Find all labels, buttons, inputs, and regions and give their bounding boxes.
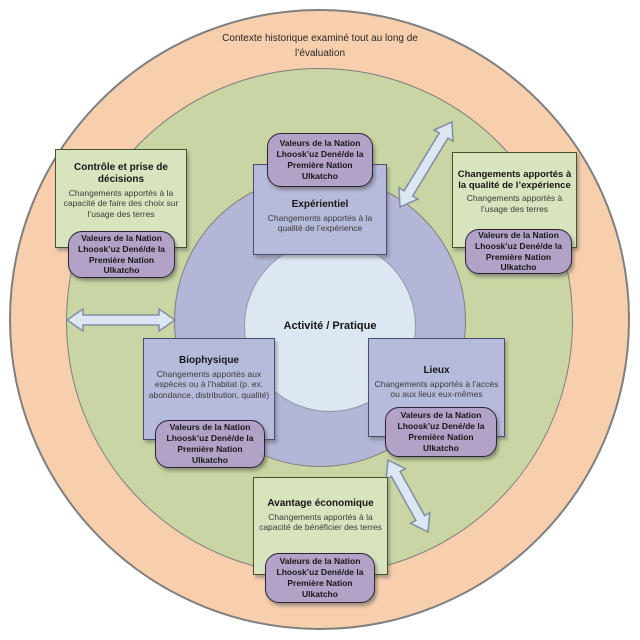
- qualite-experience-title: Changements apportés à la qualité de l’e…: [457, 169, 572, 192]
- avantage-economique-body: Changements apportés à la capacité de bé…: [259, 511, 382, 533]
- values-box-controle: Valeurs de la Nation Lhoosk’uz Dené/de l…: [68, 231, 175, 278]
- avantage-economique-title: Avantage économique: [267, 498, 374, 509]
- historic-context-label: Contexte historique examiné tout au long…: [222, 33, 418, 59]
- values-box-lieux: Valeurs de la Nation Lhoosk’uz Dené/de l…: [385, 407, 497, 457]
- biophysique-body: Changements apportés aux espèces ou à l’…: [148, 368, 270, 401]
- values-box-experientiel: Valeurs de la Nation Lhoosk’uz Dené/de l…: [267, 133, 373, 187]
- controle-body: Changements apportés à la capacité de fa…: [63, 187, 179, 219]
- qualite-experience-body: Changements apportés à l’usage des terre…: [466, 193, 563, 215]
- values-box-qualite-experience: Valeurs de la Nation Lhoosk’uz Dené/de l…: [465, 229, 572, 274]
- lieux-title: Lieux: [423, 365, 450, 376]
- experientiel-body: Changements apportés à la qualité de l’e…: [267, 212, 373, 234]
- controle-title: Contrôle et prise de décisions: [74, 162, 168, 185]
- values-box-biophysique: Valeurs de la Nation Lhoosk’uz Dené/de l…: [155, 420, 265, 468]
- experientiel-title: Expérientiel: [291, 199, 349, 210]
- lieux-body: Changements apportés à l’accès ou aux li…: [374, 378, 499, 400]
- biophysique-title: Biophysique: [178, 355, 239, 366]
- center-label: Activité / Pratique: [283, 320, 377, 332]
- values-box-avantage-economique: Valeurs de la Nation Lhoosk’uz Dené/de l…: [265, 553, 375, 603]
